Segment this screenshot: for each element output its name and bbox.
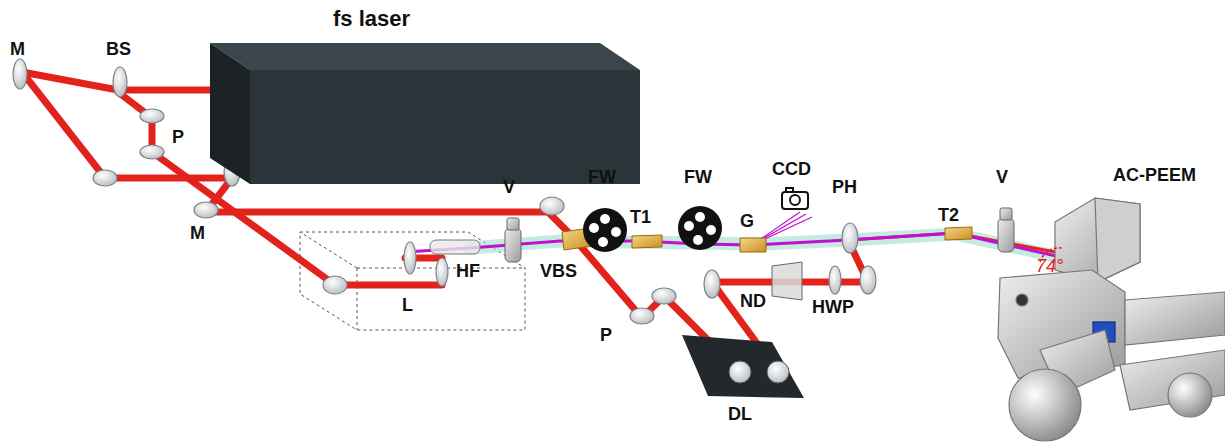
ccd-camera — [782, 188, 808, 209]
delay-stage — [682, 335, 804, 398]
part-label: M — [190, 224, 205, 244]
part-label: L — [402, 296, 413, 316]
part-label: M — [10, 40, 25, 60]
angle-label: 74° — [1036, 257, 1063, 277]
laser-body — [205, 6, 645, 190]
part-label: HF — [456, 262, 480, 282]
part-label: AC-PEEM — [1113, 166, 1196, 186]
nd-filter — [772, 262, 802, 300]
part-label: HWP — [812, 298, 854, 318]
part-label: T2 — [938, 206, 959, 226]
laser-label: fs laser — [333, 6, 410, 32]
ac-peem — [998, 198, 1225, 441]
part-label: VBS — [540, 262, 577, 282]
part-label: ND — [740, 292, 766, 312]
part-label: T1 — [630, 208, 651, 228]
part-label: BS — [106, 40, 131, 60]
valves — [505, 208, 1014, 262]
laser-box: fs laser — [205, 6, 645, 190]
part-label: FW — [588, 168, 616, 188]
part-label: V — [503, 178, 515, 198]
filter-wheels — [583, 206, 722, 252]
part-label: CCD — [772, 160, 811, 180]
part-label: P — [172, 128, 184, 148]
hollow-fiber — [430, 240, 480, 254]
part-label: PH — [832, 178, 857, 198]
part-label: FW — [684, 168, 712, 188]
part-label: P — [600, 326, 612, 346]
part-label: G — [740, 212, 754, 232]
mirrors — [13, 59, 876, 324]
part-label: DL — [728, 405, 752, 425]
part-label: V — [996, 168, 1008, 188]
